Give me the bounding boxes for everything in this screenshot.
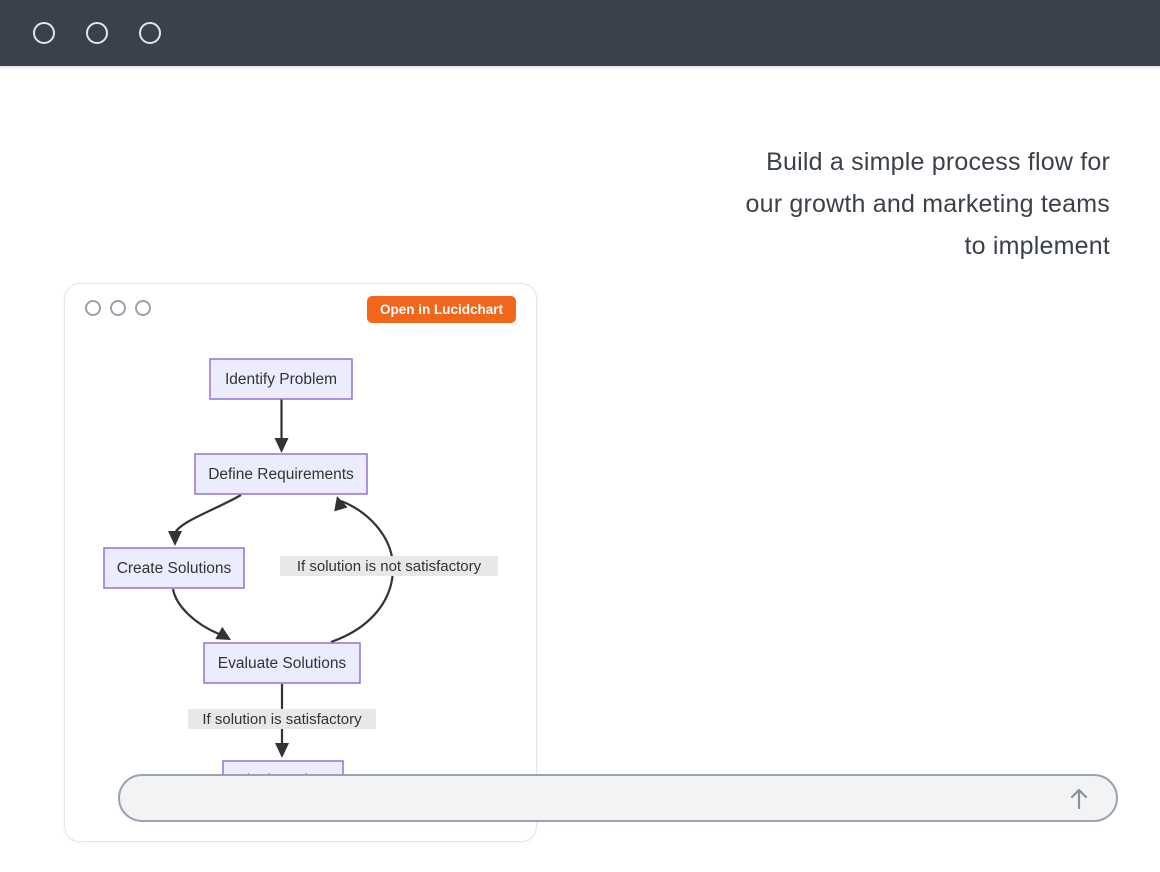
arrowhead-icon bbox=[168, 531, 182, 546]
edge-label-not-satisfactory: If solution is not satisfactory bbox=[297, 558, 482, 575]
artifact-card: If solution is not satisfactory If solut… bbox=[64, 283, 537, 842]
window-control-icon bbox=[85, 300, 101, 316]
window-control-icon bbox=[110, 300, 126, 316]
window-control-icon bbox=[86, 22, 108, 44]
flow-node-label: Identify Problem bbox=[225, 371, 337, 388]
window-control-icon bbox=[135, 300, 151, 316]
flow-node-create-solutions bbox=[103, 547, 245, 589]
flow-node-label: Define Requirements bbox=[208, 466, 354, 483]
user-prompt-line: Build a simple process flow for bbox=[766, 148, 1110, 176]
send-button[interactable] bbox=[1064, 783, 1094, 813]
arrowhead-icon bbox=[215, 626, 231, 640]
arrowhead-icon bbox=[334, 496, 348, 512]
user-prompt-line: to implement bbox=[964, 232, 1110, 260]
arrowhead-icon bbox=[275, 743, 289, 758]
user-prompt-line: our growth and marketing teams bbox=[745, 190, 1110, 218]
window-control-icon bbox=[139, 22, 161, 44]
flow-node-label: Create Solutions bbox=[117, 560, 232, 577]
open-in-lucidchart-button[interactable]: Open in Lucidchart bbox=[366, 296, 516, 323]
edge-define-to-create bbox=[174, 494, 242, 534]
flow-node-evaluate-solutions bbox=[203, 642, 361, 684]
user-prompt-message: Build a simple process flow for our grow… bbox=[630, 141, 1110, 267]
message-composer[interactable] bbox=[118, 774, 1118, 822]
arrowhead-icon bbox=[274, 438, 289, 453]
arrow-up-icon bbox=[1070, 788, 1088, 810]
edge-label-bg bbox=[188, 709, 376, 729]
flow-node-label: Evaluate Solutions bbox=[218, 655, 347, 672]
flow-node-identify-problem bbox=[209, 358, 353, 400]
window-titlebar bbox=[0, 0, 1160, 68]
flow-node-define-requirements bbox=[194, 453, 368, 495]
window-control-icon bbox=[33, 22, 55, 44]
process-flowchart: If solution is not satisfactory If solut… bbox=[103, 358, 498, 800]
message-input[interactable] bbox=[142, 789, 1064, 807]
edge-label-bg bbox=[280, 556, 498, 576]
artifact-window-dots bbox=[85, 300, 151, 316]
edge-create-to-evaluate bbox=[171, 588, 220, 636]
edge-label-satisfactory: If solution is satisfactory bbox=[202, 711, 362, 728]
